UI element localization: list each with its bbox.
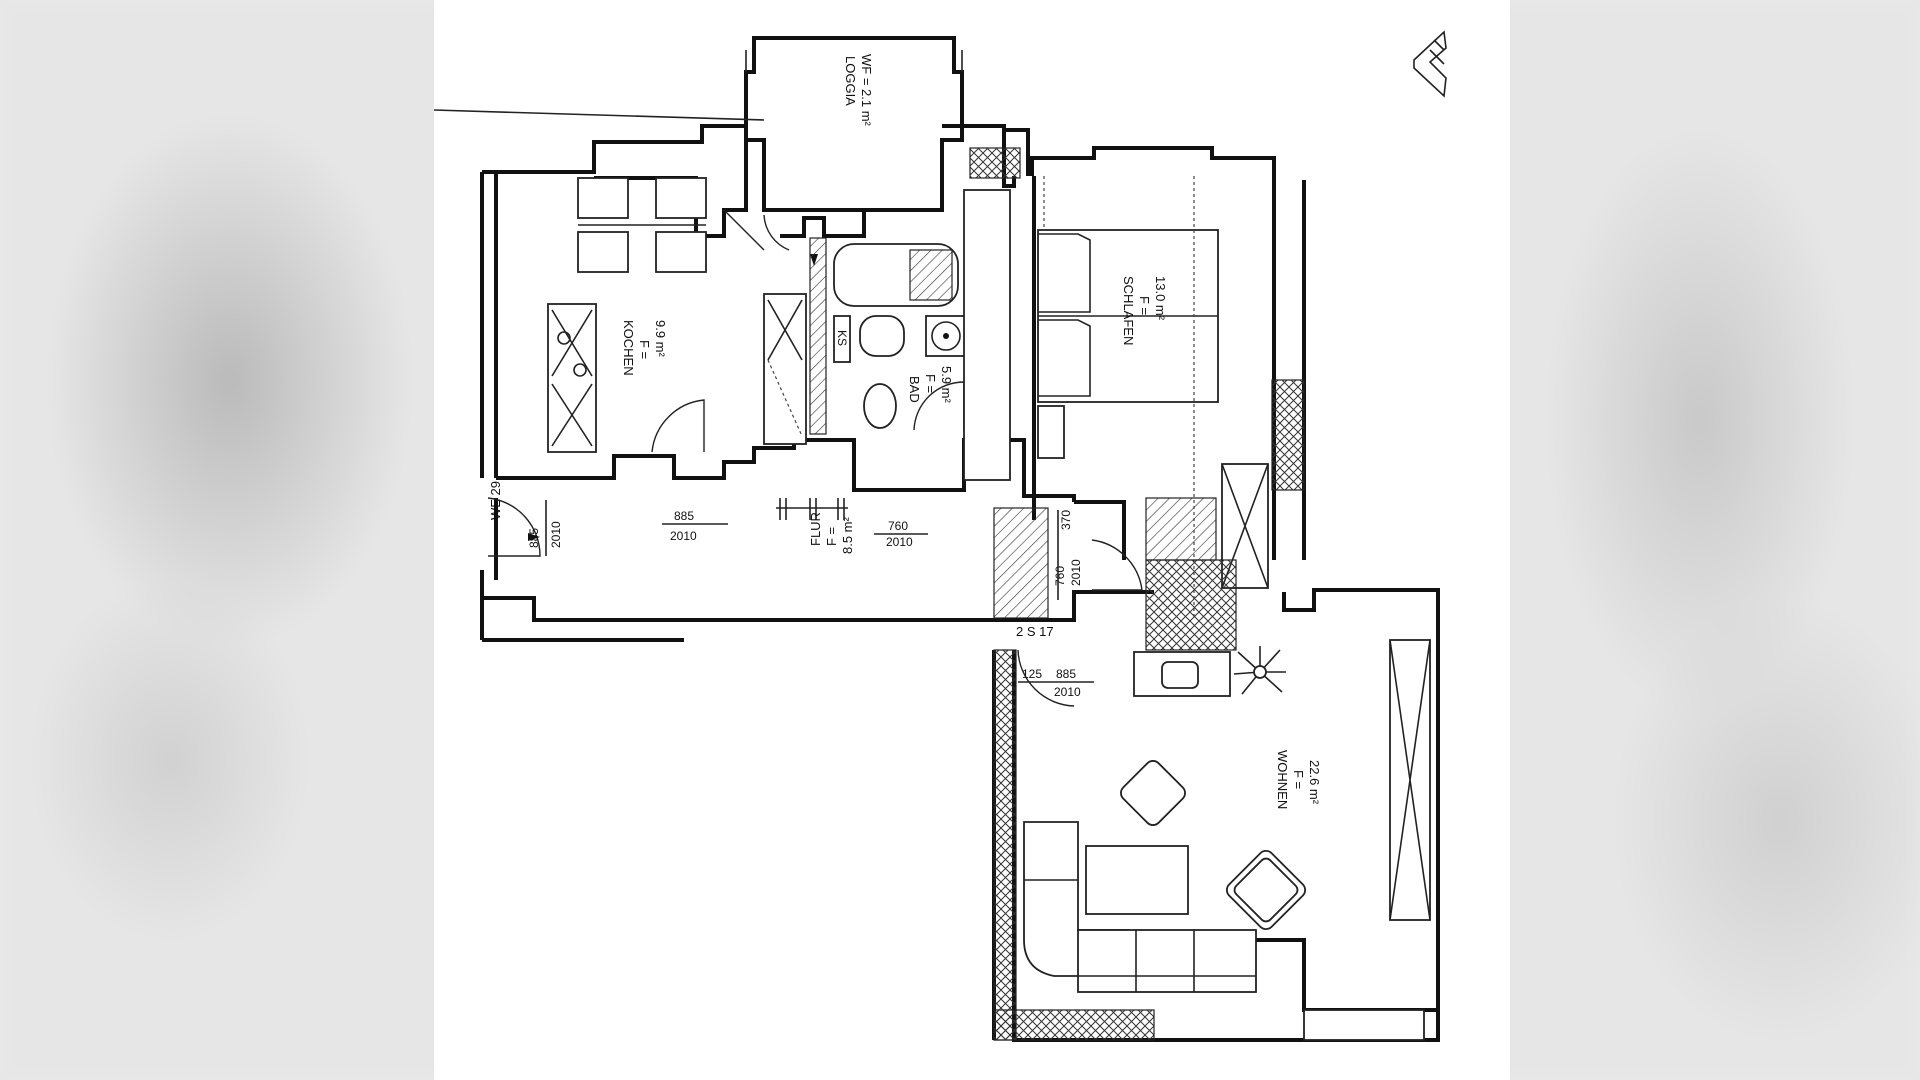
room-flur: WE 29 885 2010 885 2010 760 2010 FLUR F … [487,481,1143,639]
dim-schlafen-w: 760 [1053,566,1067,586]
wall-column [969,147,1021,179]
dim-bad-w: 760 [888,519,908,533]
dim-wohnen-w: 885 [1056,667,1076,681]
ottoman [1120,760,1186,826]
label-we: WE 29 [488,481,503,520]
wall-hatch-bottom [993,1009,1155,1041]
chair [655,231,707,273]
wall-hatch-right [1271,379,1305,491]
chair [577,231,629,273]
shaft [963,189,1011,481]
room-wohnen: 125 885 2010 [992,588,1440,1042]
room-area-kochen: 9.9 m² [653,320,668,358]
room-area-bad: 5.9 m² [939,366,954,404]
floor-plan-panel: KOCHEN F = 9.9 m² LOGGIA WF = 2.1 m² KS [434,0,1510,1080]
room-f-kochen: F = [637,340,652,359]
room-name-kochen: KOCHEN [621,320,636,376]
nightstand [1037,405,1065,459]
wall-hatch-left [993,649,1017,1041]
room-schlafen: SCHLAFEN F = 13.0 m² [1037,176,1305,651]
dim-kochen-w: 885 [674,509,694,523]
label-stair: 2 S 17 [1016,624,1054,639]
bath-wall-hatch [809,237,827,435]
kitchen-cabinet [763,293,807,445]
dim-entry-w: 885 [527,528,541,548]
kitchen-counter [547,303,597,453]
dim-kochen-h: 2010 [670,529,697,543]
floor-plan: KOCHEN F = 9.9 m² LOGGIA WF = 2.1 m² KS [434,30,1447,1042]
arrow-right-icon [528,533,540,541]
dim-wohnen-h: 2010 [1054,685,1081,699]
dim-schlafen-side: 370 [1059,510,1073,530]
wall-cabinet [833,315,851,363]
stair-hatch [993,507,1049,619]
room-kochen: KOCHEN F = 9.9 m² [547,177,807,453]
room-name-bad: BAD [907,376,922,403]
chair [655,177,707,219]
toilet [863,383,897,429]
room-name-wohnen: WOHNEN [1275,750,1290,809]
walls-upper-wing [480,124,1306,642]
dim-wohnen-offset: 125 [1022,667,1042,681]
room-f-schlafen: F = [1137,296,1152,315]
room-area-schlafen: 13.0 m² [1153,276,1168,321]
room-area-loggia: WF = 2.1 m² [859,54,874,127]
dim-bad-h: 2010 [886,535,913,549]
room-name-flur: FLUR [808,512,823,546]
room-bad: KS BAD F = 5.9 m² [809,237,967,435]
chair [577,177,629,219]
hatched-zone-2 [1145,559,1237,651]
plant-icon [1233,646,1286,695]
armchair [1225,849,1307,931]
hatched-zone [1145,497,1217,561]
room-f-bad: F = [923,374,938,393]
dim-schlafen-h: 2010 [1069,559,1083,586]
room-name-loggia: LOGGIA [843,56,858,106]
room-area-wohnen: 22.6 m² [1307,760,1322,805]
tv [1161,661,1199,689]
room-f-wohnen: F = [1291,770,1306,789]
sofa-seat [1077,929,1257,993]
corner-sofa [1023,821,1257,993]
radiator [1303,1009,1425,1041]
room-f-flur: F = [824,527,839,546]
room-area-flur: 8.5 m² [840,516,855,554]
room-name-schlafen: SCHLAFEN [1121,276,1136,345]
sink [859,315,905,357]
north-arrow-icon [1413,30,1447,98]
label-ks: KS [835,330,849,346]
coffee-table [1085,845,1189,915]
dim-entry-h: 2010 [549,521,563,548]
